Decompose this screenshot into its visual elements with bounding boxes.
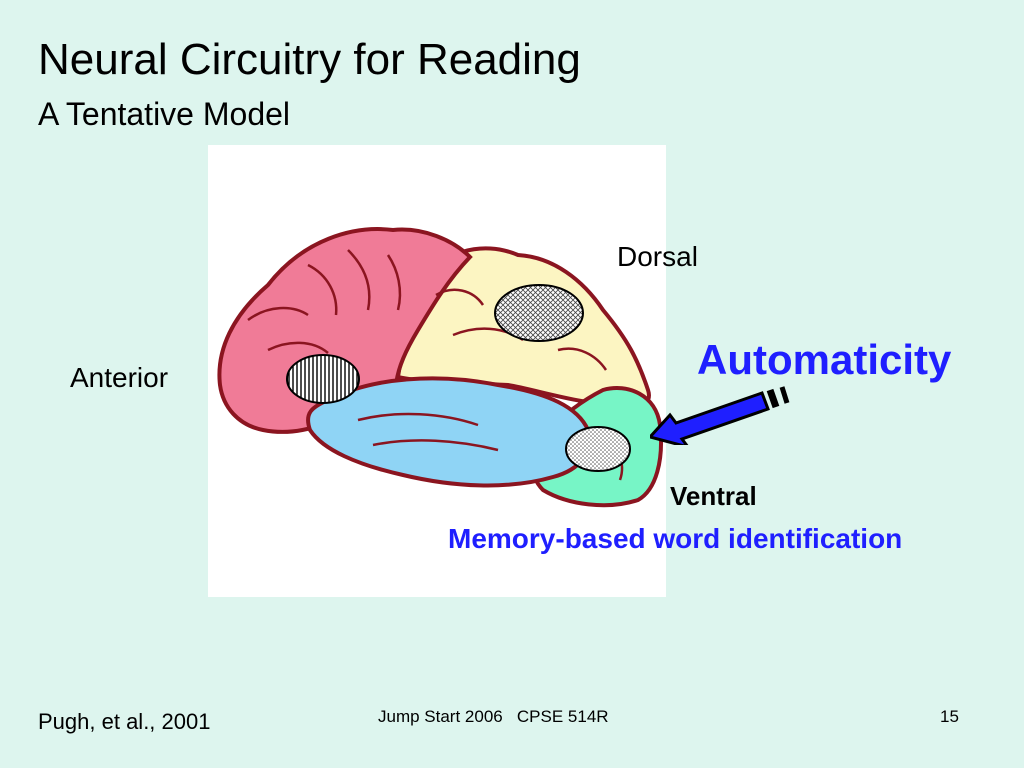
ventral-label: Ventral xyxy=(670,481,757,511)
temporal-lobe xyxy=(306,376,592,488)
dorsal-label: Dorsal xyxy=(617,241,698,272)
anterior-region xyxy=(286,354,360,404)
memory-label: Memory-based word identification xyxy=(448,523,903,554)
footer-text: Jump Start 2006 CPSE 514R xyxy=(378,707,609,726)
slide-subtitle: A Tentative Model xyxy=(38,96,291,132)
brain-figure xyxy=(208,145,666,597)
arrow-icon xyxy=(650,386,790,445)
anterior-label: Anterior xyxy=(70,362,169,393)
brain-illustration xyxy=(217,227,663,508)
slide-title: Neural Circuitry for Reading xyxy=(38,35,581,84)
citation: Pugh, et al., 2001 xyxy=(38,709,211,734)
dorsal-region xyxy=(494,284,584,342)
automaticity-label: Automaticity xyxy=(697,336,952,383)
page-number: 15 xyxy=(940,707,959,726)
ventral-region xyxy=(565,426,631,472)
